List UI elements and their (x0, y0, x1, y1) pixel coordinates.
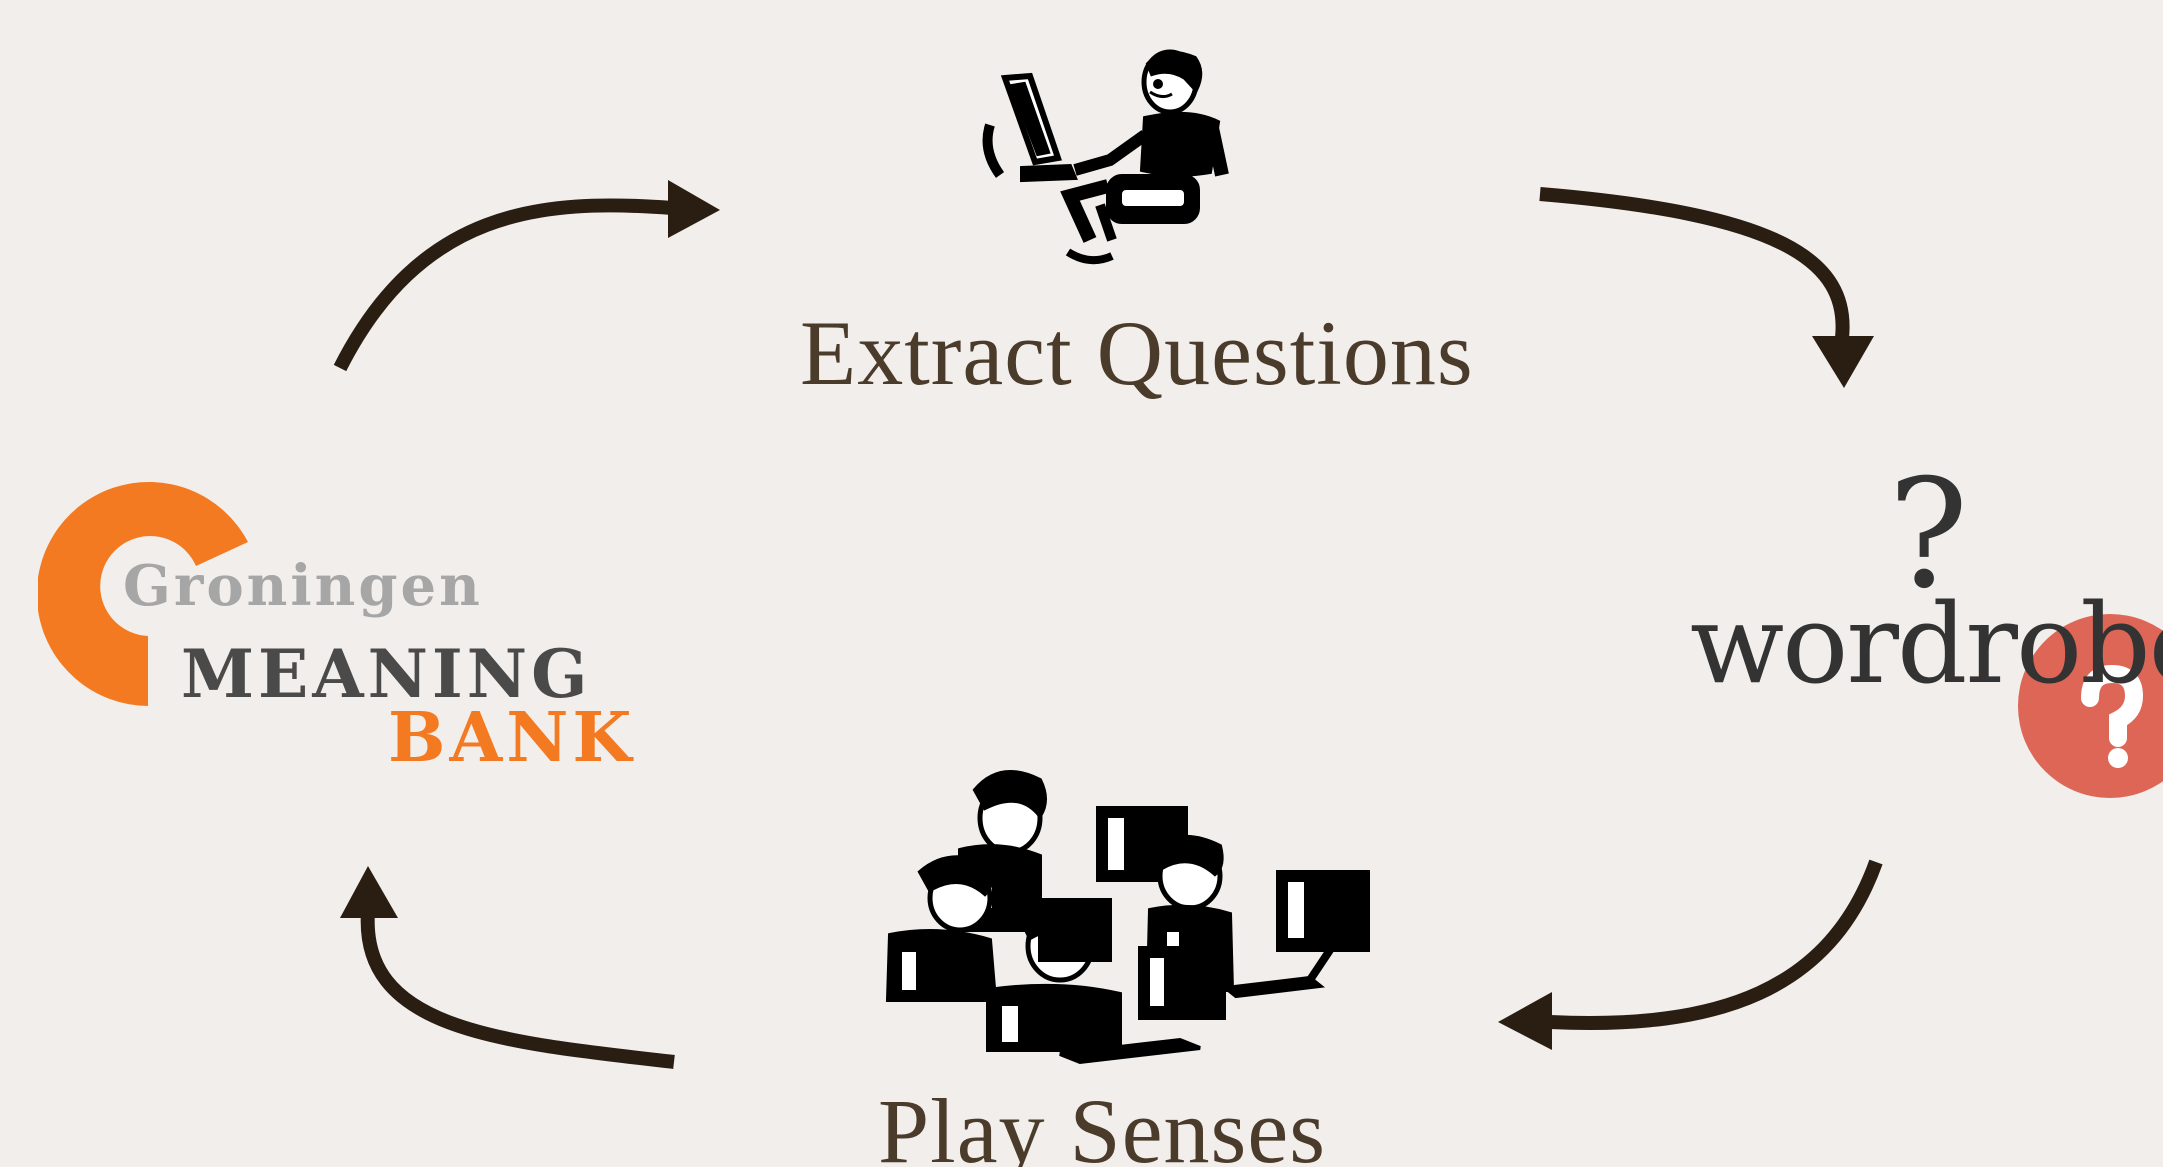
wordrobe-question-mark: ? (1888, 448, 1969, 622)
extract-questions-label: Extract Questions (800, 302, 1474, 404)
arrow-play-to-gmb (360, 911, 675, 1069)
arrow-gmb-to-extract-head (668, 180, 720, 238)
arrow-play-to-gmb-head (340, 866, 398, 918)
gmb-groningen-text: Groningen (123, 553, 483, 619)
arrow-wordrobe-to-play (1549, 859, 1883, 1030)
players-group-icon (885, 770, 1370, 1065)
wordrobe-logo: ? wordrobe (1690, 448, 2163, 820)
gmb-bank-text: BANK (388, 698, 636, 778)
arrow-wordrobe-to-play-head (1498, 992, 1552, 1050)
wordrobe-red-circle (2018, 614, 2163, 798)
gmb-orange-arc (38, 482, 248, 706)
wordrobe-text: wordrobe (1690, 580, 2163, 708)
play-senses-label: Play Senses (878, 1080, 1326, 1167)
arrow-extract-to-wordrobe-head (1812, 336, 1874, 388)
arrow-extract-to-wordrobe (1539, 187, 1850, 339)
arrow-gmb-to-extract (333, 198, 673, 372)
groningen-meaning-bank-logo: Groningen MEANING BANK (38, 480, 678, 780)
person-laptop-icon (982, 49, 1229, 265)
gmb-meaning-text: MEANING (181, 635, 592, 713)
